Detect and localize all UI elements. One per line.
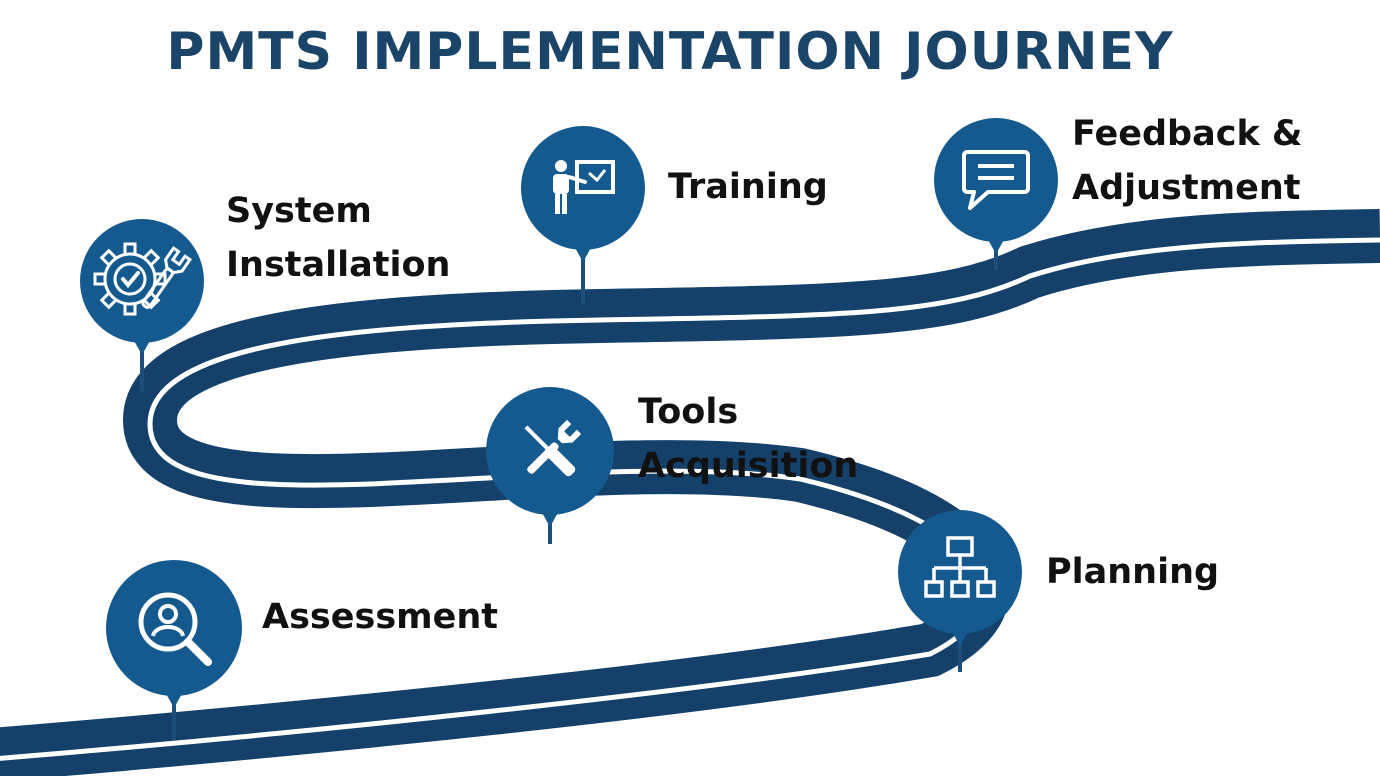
- gear-wrench-icon: [93, 242, 193, 316]
- stage-label-training: Training: [668, 160, 828, 214]
- stage-label-line: Planning: [1046, 552, 1220, 592]
- page-title: PMTS IMPLEMENTATION JOURNEY: [166, 22, 1174, 82]
- stage-label-line: System: [226, 191, 372, 231]
- stage-label-planning: Planning: [1046, 545, 1219, 599]
- stage-label-line: Training: [668, 167, 828, 207]
- stage-label-line: Assessment: [262, 597, 499, 637]
- stage-label-line: Acquisition: [638, 446, 859, 486]
- marker-planning: [898, 510, 1022, 672]
- marker-feedback-adjustment: [934, 118, 1058, 270]
- stage-label-line: Adjustment: [1072, 168, 1301, 208]
- road: [0, 209, 1380, 776]
- road-center-line: [0, 237, 1380, 761]
- stage-label-tools-acquisition: Tools Acquisition: [638, 385, 858, 493]
- wrench-screwdriver-icon: [524, 419, 582, 477]
- marker-tools-acquisition: [486, 387, 614, 544]
- stage-label-line: Tools: [638, 392, 739, 432]
- hierarchy-icon: [924, 536, 996, 598]
- marker-assessment: [106, 560, 242, 740]
- stage-label-feedback-adjustment: Feedback & Adjustment: [1072, 107, 1302, 215]
- presenter-board-icon: [553, 160, 615, 214]
- person-search-icon: [138, 592, 212, 666]
- stage-label-line: Feedback &: [1072, 114, 1303, 154]
- marker-system-installation: [80, 219, 204, 392]
- marker-training: [521, 126, 645, 304]
- stage-label-assessment: Assessment: [262, 590, 498, 644]
- stage-label-line: Installation: [226, 245, 451, 285]
- marker-circle: [521, 126, 645, 250]
- milestone-markers: [80, 118, 1058, 740]
- road-surface: [0, 209, 1380, 776]
- stage-label-system-installation: System Installation: [226, 184, 450, 292]
- speech-bubble-icon: [962, 150, 1030, 210]
